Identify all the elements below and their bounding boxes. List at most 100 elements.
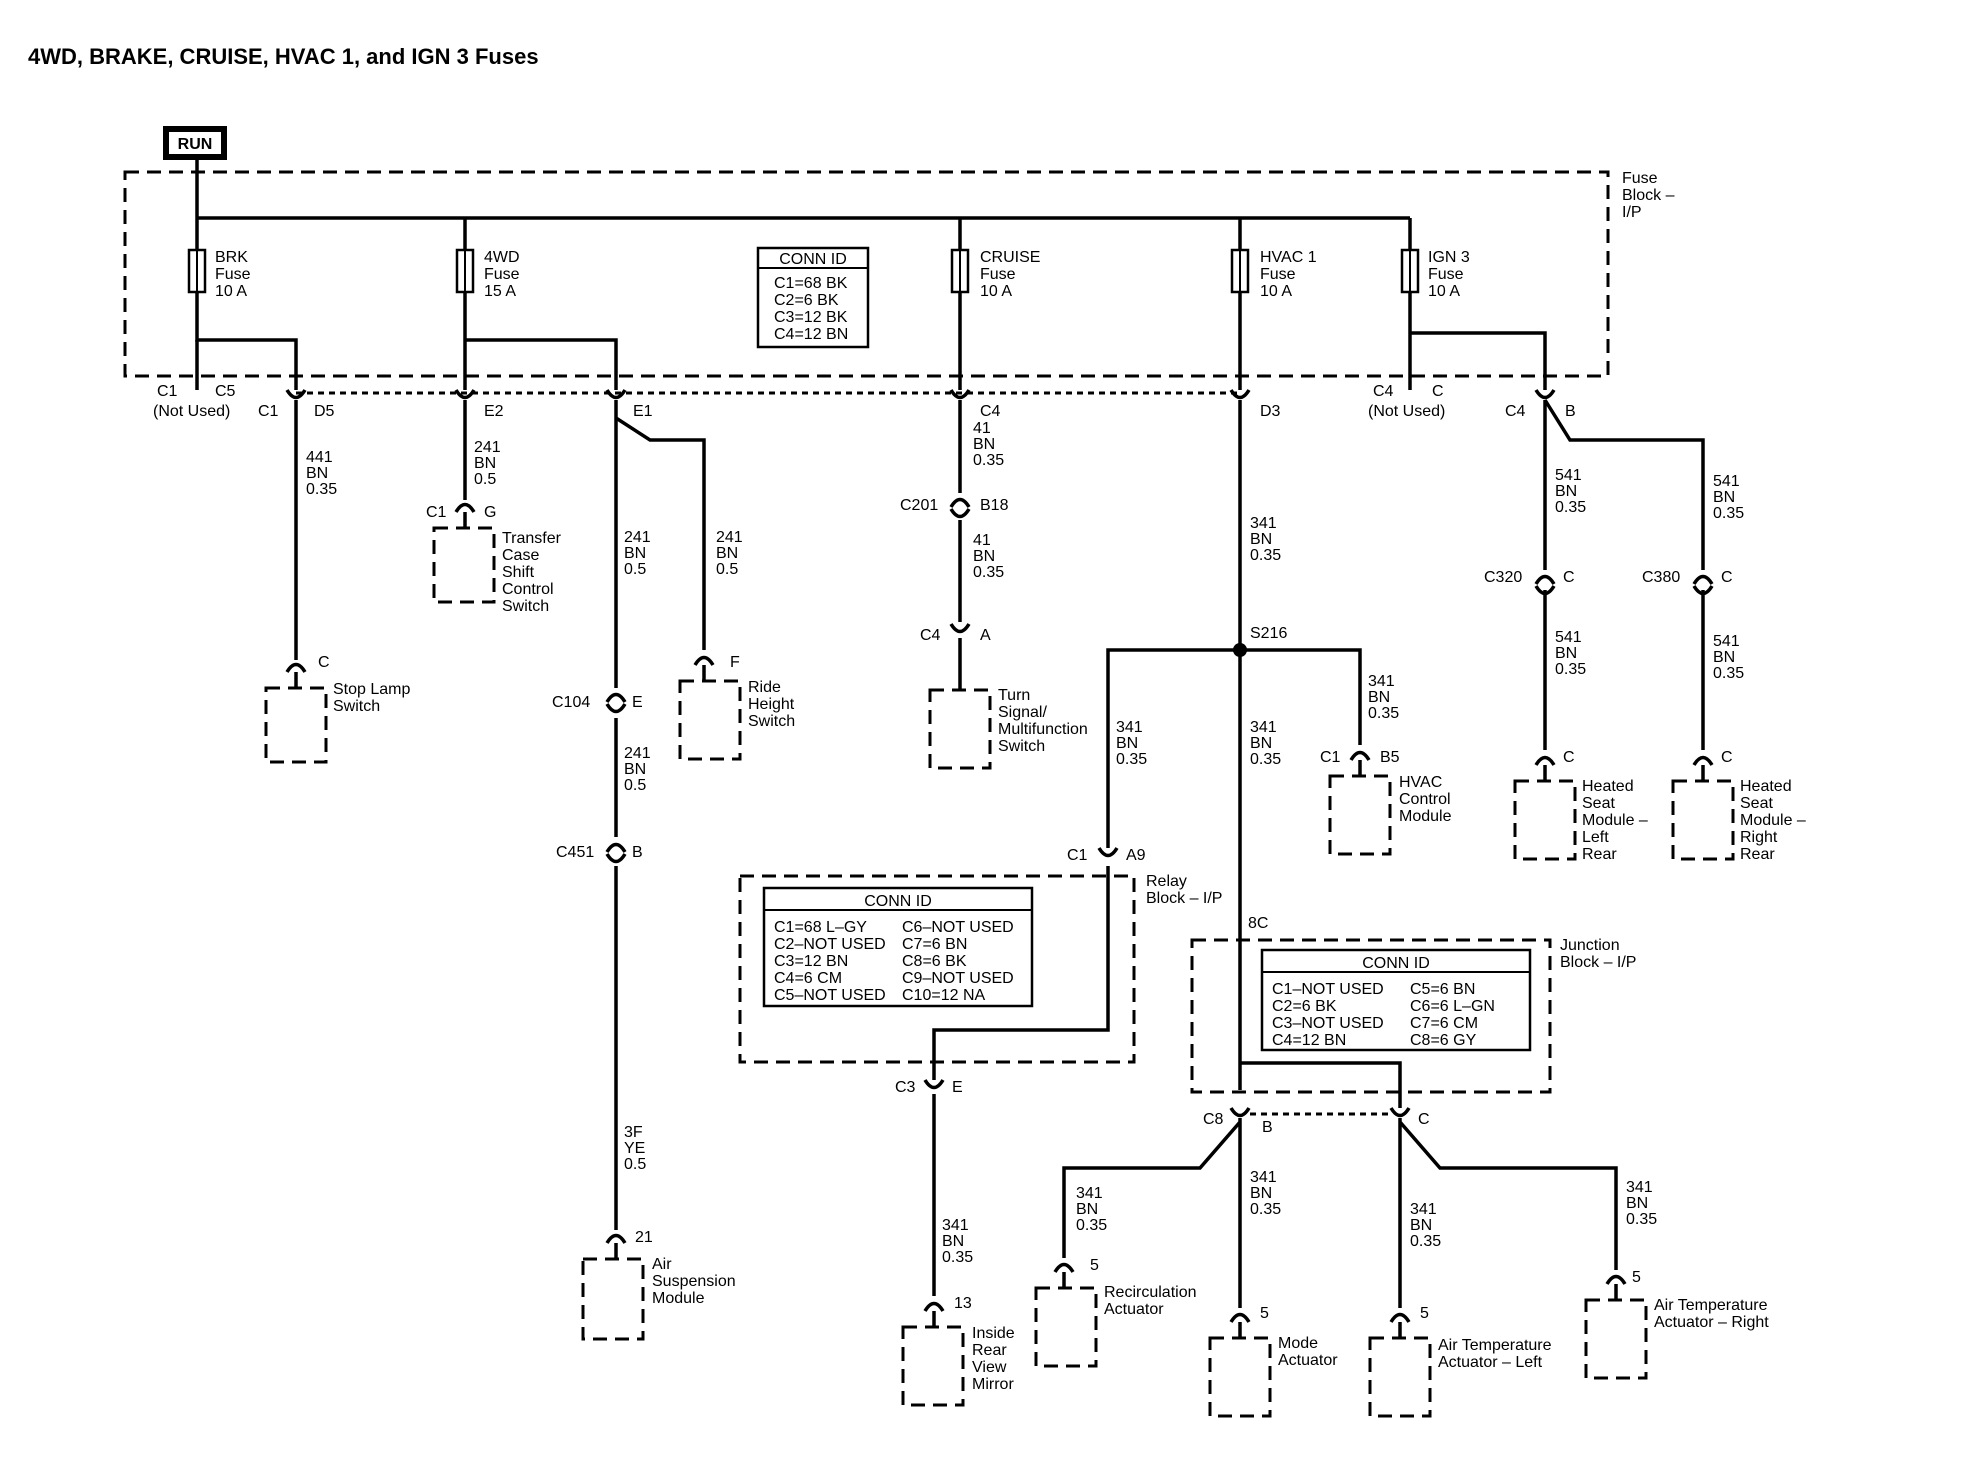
svg-text:Junction: Junction [1560,937,1620,954]
svg-text:CRUISE: CRUISE [980,249,1040,266]
svg-text:C4: C4 [1505,403,1526,420]
svg-text:Mode: Mode [1278,1335,1318,1352]
connector-c4-cruise: C4 [949,389,1001,420]
svg-text:C8: C8 [1203,1111,1224,1128]
svg-text:C1–NOT USED: C1–NOT USED [1272,981,1384,998]
ride-height-switch: F Ride Height Switch [678,654,795,761]
svg-text:BN: BN [1713,649,1735,666]
svg-text:BN: BN [624,761,646,778]
svg-text:B5: B5 [1380,749,1400,766]
fuse-block-label: Fuse Block – I/P [1622,170,1675,221]
svg-text:0.35: 0.35 [1555,661,1586,678]
wire-541 [1543,399,1705,750]
svg-text:Turn: Turn [998,687,1030,704]
power-bus [195,160,1410,220]
fuse-ign3: IGN 3 Fuse 10 A [1400,218,1547,390]
svg-text:BN: BN [1076,1201,1098,1218]
wire-341-c8 [1062,1118,1242,1308]
air-temperature-actuator-right: 5 Air Temperature Actuator – Right [1584,1269,1769,1380]
svg-text:E: E [632,694,643,711]
svg-text:Block –: Block – [1622,187,1675,204]
svg-text:IGN 3: IGN 3 [1428,249,1470,266]
svg-text:Transfer: Transfer [502,530,562,547]
svg-text:Shift: Shift [502,564,535,581]
svg-text:0.35: 0.35 [1250,547,1281,564]
connector-c8-b: C8 B [1203,1107,1273,1136]
svg-text:C: C [1418,1111,1430,1128]
wire-label-241-ride: 241 BN 0.5 [716,529,743,578]
connector-c: C [1389,1107,1430,1128]
stop-lamp-switch: C Stop Lamp Switch [264,654,410,764]
svg-text:Module: Module [652,1290,705,1307]
fuse-hvac1: HVAC 1 Fuse 10 A [1230,218,1317,390]
svg-text:13: 13 [954,1295,972,1312]
svg-text:441: 441 [306,449,333,466]
svg-text:0.35: 0.35 [1410,1233,1441,1250]
svg-text:E1: E1 [633,403,653,420]
svg-text:CONN ID: CONN ID [779,251,847,268]
wire-241-ride-height [615,416,706,650]
fuse-brk: BRK Fuse 10 A [187,218,298,390]
svg-text:Actuator – Right: Actuator – Right [1654,1314,1769,1331]
svg-text:BN: BN [942,1233,964,1250]
svg-text:0.35: 0.35 [1250,1201,1281,1218]
run-power-label: RUN [163,126,227,160]
svg-text:BN: BN [1250,735,1272,752]
svg-text:Fuse: Fuse [215,266,251,283]
svg-text:Actuator – Left: Actuator – Left [1438,1354,1543,1371]
svg-text:C3=12 BN: C3=12 BN [774,953,848,970]
svg-text:C4=6 CM: C4=6 CM [774,970,842,987]
wire-label-341-junction: 341 BN 0.35 [1250,719,1281,768]
svg-text:Relay: Relay [1146,873,1187,890]
svg-text:0.35: 0.35 [1076,1217,1107,1234]
svg-text:Switch: Switch [502,598,549,615]
svg-text:Air: Air [652,1256,672,1273]
wire-341-mirror [932,866,1110,1296]
svg-text:21: 21 [635,1229,653,1246]
conn-id-junction-block: CONN ID C1–NOT USED C2=6 BK C3–NOT USED … [1260,948,1532,1052]
svg-text:BN: BN [1410,1217,1432,1234]
svg-text:B: B [1262,1119,1273,1136]
wire-label-341-temp-right: 341 BN 0.35 [1626,1179,1657,1228]
svg-text:Switch: Switch [333,698,380,715]
svg-text:0.5: 0.5 [624,777,646,794]
svg-text:0.35: 0.35 [1713,505,1744,522]
connector-c104: C104 E [552,692,643,714]
svg-text:BN: BN [1368,689,1390,706]
svg-text:Stop Lamp: Stop Lamp [333,681,410,698]
svg-text:341: 341 [1250,1169,1277,1186]
svg-text:Switch: Switch [998,738,1045,755]
svg-text:C2=6 BK: C2=6 BK [774,292,839,309]
svg-text:241: 241 [624,529,651,546]
svg-text:D3: D3 [1260,403,1281,420]
wire-label-241-e1: 241 BN 0.5 [624,529,651,578]
svg-text:41: 41 [973,532,991,549]
svg-text:Rear: Rear [1740,846,1775,863]
svg-text:Module –: Module – [1740,812,1806,829]
svg-text:D5: D5 [314,403,335,420]
svg-text:C: C [1432,383,1444,400]
svg-text:5: 5 [1260,1305,1269,1322]
connector-c3-e: C3 E [895,1079,963,1096]
connector-c4-b: C4 B [1505,389,1576,420]
svg-text:541: 541 [1555,629,1582,646]
svg-text:C1=68 BK: C1=68 BK [774,275,848,292]
svg-text:Switch: Switch [748,713,795,730]
svg-text:A9: A9 [1126,847,1146,864]
conn-id-fuse-block: CONN ID C1=68 BK C2=6 BK C3=12 BK C4=12 … [756,246,870,349]
svg-text:Module: Module [1399,808,1452,825]
recirculation-actuator: 5 Recirculation Actuator [1034,1257,1196,1368]
svg-text:541: 541 [1555,467,1582,484]
svg-text:Fuse: Fuse [980,266,1016,283]
svg-text:0.5: 0.5 [624,561,646,578]
svg-text:C4: C4 [1373,383,1394,400]
svg-text:C2=6 BK: C2=6 BK [1272,998,1337,1015]
svg-text:C1=68 L–GY: C1=68 L–GY [774,919,867,936]
svg-text:0.35: 0.35 [1250,751,1281,768]
svg-text:0.35: 0.35 [1555,499,1586,516]
svg-text:C201: C201 [900,497,938,514]
svg-text:Module –: Module – [1582,812,1648,829]
svg-text:C8=6 GY: C8=6 GY [1410,1032,1477,1049]
svg-text:BN: BN [1555,645,1577,662]
svg-text:C9–NOT USED: C9–NOT USED [902,970,1014,987]
